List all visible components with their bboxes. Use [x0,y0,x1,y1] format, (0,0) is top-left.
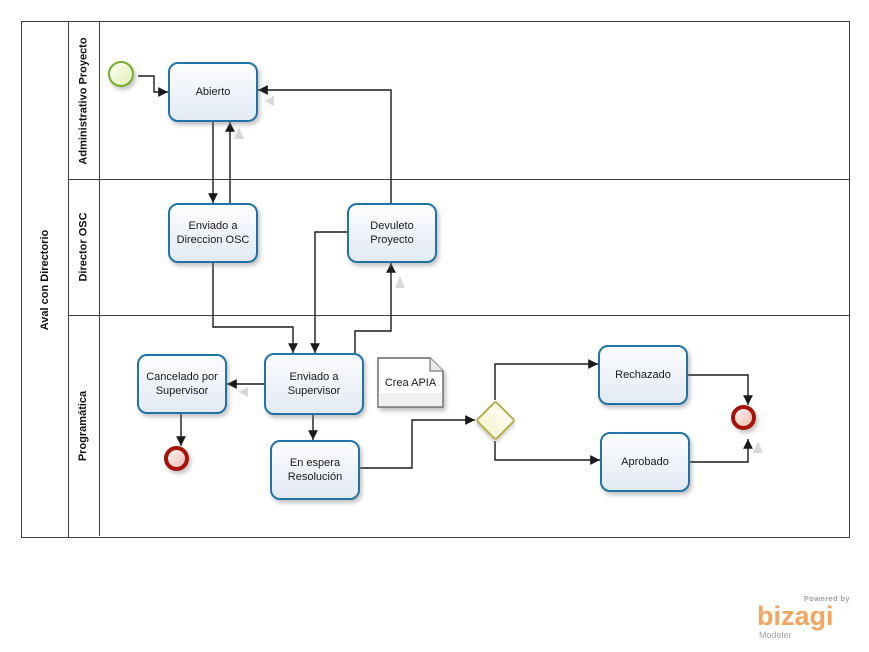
ghost-arrow [753,441,763,453]
pool-title-cell[interactable]: Aval con Directorio [21,21,69,538]
document-icon [377,357,444,408]
task-label: Enviado a Direccion OSC [176,219,250,246]
task-aprobado[interactable]: Aprobado [600,432,690,492]
lane-programatica[interactable]: Programática [68,315,100,536]
flow-enviado-supervisor-to-devuleto[interactable] [354,263,396,353]
task-label: Abierto [195,85,231,98]
flow-gateway-to-rechazado[interactable] [494,359,598,400]
task-enviado-a-direccion-osc[interactable]: Enviado a Direccion OSC [168,203,258,263]
document-label: Crea APIA [384,376,437,389]
task-label: Cancelado por Supervisor [146,370,218,397]
end-event-resolucion[interactable] [731,405,756,430]
flow-rechazado-to-end[interactable] [688,374,753,405]
flow-gateway-to-aprobado[interactable] [494,441,600,465]
task-label: Enviado a Supervisor [287,370,341,397]
start-event[interactable] [108,61,134,87]
flow-start-to-abierto[interactable] [138,75,169,97]
modeler-text: Modeler [759,629,792,640]
task-cancelado-por-supervisor[interactable]: Cancelado por Supervisor [137,354,227,414]
ghost-arrow [395,276,405,288]
task-rechazado[interactable]: Rechazado [598,345,688,405]
bizagi-logo: Powered by bizagi Modeler [757,595,852,640]
ghost-arrow [234,127,244,139]
task-abierto[interactable]: Abierto [168,62,258,122]
powered-by-text: Powered by [803,594,850,603]
flow-devuleto-to-abierto[interactable] [258,85,392,203]
task-devuleto-proyecto[interactable]: Devuleto Proyecto [347,203,437,263]
ghost-arrow [238,387,248,397]
task-enviado-a-supervisor[interactable]: Enviado a Supervisor [264,353,364,415]
flow-en-espera-to-gateway[interactable] [360,415,475,469]
flow-devuleto-to-enviado-supervisor[interactable] [310,231,347,353]
end-event-cancelado[interactable] [164,446,189,471]
task-label: En espera Resolución [287,456,343,483]
task-label: Rechazado [615,368,671,381]
flow-enviado-direccion-to-enviado-supervisor[interactable] [212,263,298,353]
document-crea-apia[interactable]: Crea APIA [377,357,444,408]
lane-divider [68,315,849,316]
flow-aprobado-to-end[interactable] [690,439,753,463]
ghost-arrow [264,96,274,106]
lane-divider [68,179,849,180]
task-label: Devuleto Proyecto [370,219,414,246]
bizagi-wordmark: bizagi [757,600,834,631]
lane-administrativo-proyecto[interactable]: Administrativo Proyecto [68,22,100,179]
task-en-espera-resolucion[interactable]: En espera Resolución [270,440,360,500]
task-label: Aprobado [621,455,669,468]
lane-director-osc[interactable]: Director OSC [68,179,100,315]
